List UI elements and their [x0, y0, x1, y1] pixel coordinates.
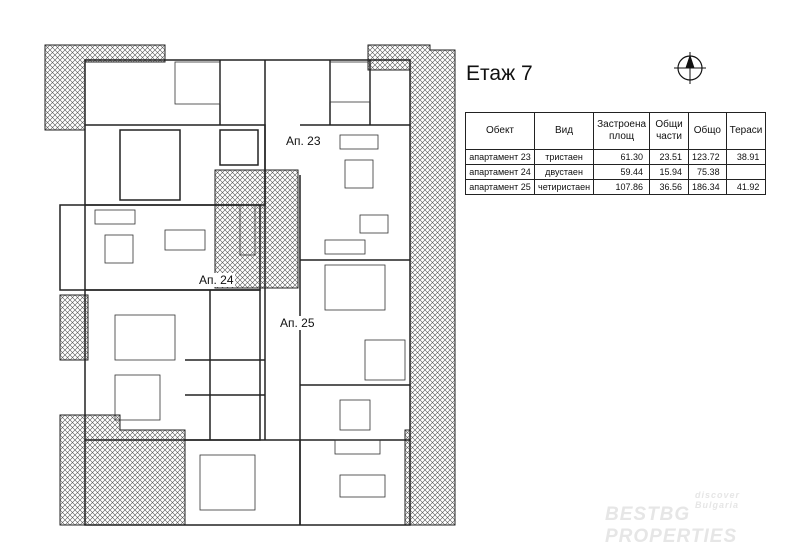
apartment-23-label: Ап. 23: [285, 134, 322, 148]
cell: апартамент 23: [465, 149, 535, 165]
cell: 59.44: [593, 164, 651, 180]
col-total: Общо: [688, 112, 727, 150]
cell: тристаен: [533, 149, 595, 165]
col-terraces: Тераси: [725, 112, 767, 150]
cell: апартамент 24: [465, 164, 535, 180]
cell: 186.34: [688, 179, 727, 195]
apartment-25-label: Ап. 25: [279, 316, 316, 330]
col-type: Вид: [533, 112, 595, 150]
col-object: Обект: [465, 112, 535, 150]
terrace-top-left: [44, 44, 166, 131]
watermark-brand: BESTBG PROPERTIES: [605, 504, 738, 547]
cell: 75.38: [688, 164, 727, 180]
terrace-top-right: [367, 44, 456, 526]
cell: [725, 164, 767, 180]
col-common-parts: Общи части: [649, 112, 690, 150]
apartment-24-label: Ап. 24: [198, 273, 235, 287]
cell: 107.86: [593, 179, 651, 195]
cell: 38.91: [725, 149, 767, 165]
terraces: [44, 44, 456, 526]
table-row: апартамент 25 четиристаен 107.86 36.56 1…: [465, 179, 767, 195]
compass: [674, 52, 706, 84]
area-table: Обект Вид Застроена площ Общи части Общо…: [465, 112, 767, 195]
cell: апартамент 25: [465, 179, 535, 195]
table-row: апартамент 24 двустаен 59.44 15.94 75.38: [465, 164, 767, 180]
cell: 15.94: [649, 164, 690, 180]
hall-corridor: [214, 169, 299, 289]
cell: 123.72: [688, 149, 727, 165]
table-header-row: Обект Вид Застроена площ Общи части Общо…: [465, 112, 767, 150]
cell: двустаен: [533, 164, 595, 180]
terrace-left: [59, 294, 89, 361]
cell: 23.51: [649, 149, 690, 165]
cell: четиристаен: [533, 179, 595, 195]
cell: 61.30: [593, 149, 651, 165]
col-built-area: Застроена площ: [593, 112, 651, 150]
furniture: [94, 61, 406, 511]
floor-title: Етаж 7: [466, 62, 533, 85]
watermark-tagline: discover Bulgaria: [695, 490, 741, 510]
terrace-bottom-left: [59, 414, 186, 526]
cell: 36.56: [649, 179, 690, 195]
table-row: апартамент 23 тристаен 61.30 23.51 123.7…: [465, 149, 767, 165]
cell: 41.92: [725, 179, 767, 195]
